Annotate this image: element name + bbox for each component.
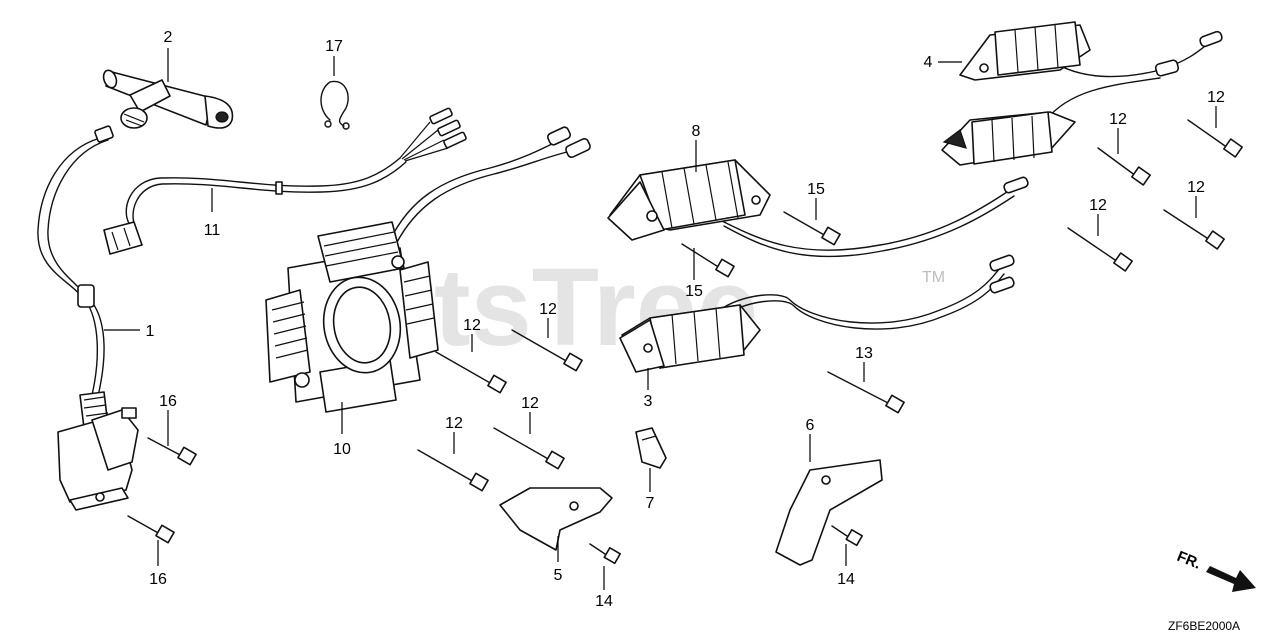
callout-12-right-4: 12	[1089, 197, 1107, 214]
callouts: 2 17 11 1 16 16 10 12 12 12 12 5 14 3 7 …	[146, 29, 1225, 610]
part-6-bracket[interactable]	[775, 459, 883, 566]
bolt-15-lower[interactable]	[681, 243, 735, 278]
reference-code: ZF6BE2000A	[1168, 619, 1240, 633]
leader-lines	[104, 48, 1217, 590]
callout-3: 3	[644, 393, 653, 410]
bolt-16-upper[interactable]	[147, 437, 197, 466]
callout-11: 11	[204, 222, 221, 239]
bolt-14-left[interactable]	[589, 543, 621, 565]
bolt-12-upper-right-2[interactable]	[1097, 147, 1151, 186]
callout-17: 17	[325, 38, 343, 55]
callout-6: 6	[806, 417, 815, 434]
part-17-clip[interactable]	[320, 80, 350, 130]
bolt-12-upper-right-1[interactable]	[1187, 119, 1243, 158]
callout-12-upper-right-2: 12	[1109, 111, 1127, 128]
callout-12-center-2: 12	[463, 317, 481, 334]
part-2-plug-cap[interactable]	[101, 68, 234, 129]
callout-12-lower-2: 12	[445, 415, 463, 432]
callout-10: 10	[333, 441, 351, 458]
callout-15-lower: 15	[685, 283, 703, 300]
callout-7: 7	[646, 495, 655, 512]
bolt-12-right-3[interactable]	[1163, 209, 1225, 250]
front-label: FR.	[1175, 548, 1204, 573]
bolt-13[interactable]	[827, 371, 905, 414]
bolts	[127, 119, 1243, 565]
front-direction-marker: FR.	[1175, 548, 1256, 592]
callout-5: 5	[554, 567, 563, 584]
bolt-12-lower-2[interactable]	[417, 449, 489, 492]
part-8-charge-coil[interactable]	[607, 159, 1029, 258]
callout-4: 4	[924, 54, 933, 71]
callout-14-right: 14	[837, 571, 855, 588]
callout-12-upper-right-1: 12	[1207, 89, 1225, 106]
callout-2: 2	[164, 29, 173, 46]
part-4-coil-assembly[interactable]	[941, 21, 1223, 166]
callout-8: 8	[692, 123, 701, 140]
bolt-14-right[interactable]	[831, 525, 863, 547]
bolt-16-lower[interactable]	[127, 515, 175, 544]
callout-13: 13	[855, 345, 873, 362]
trademark: TM	[922, 269, 945, 286]
front-arrow-icon	[1206, 566, 1256, 592]
callout-1: 1	[146, 323, 155, 340]
part-3-exciter-coil[interactable]	[619, 254, 1015, 373]
callout-14-left: 14	[595, 593, 613, 610]
bolt-12-lower-1[interactable]	[493, 427, 565, 470]
part-7-clip[interactable]	[635, 427, 667, 469]
bolt-15-upper[interactable]	[783, 211, 841, 246]
callout-12-right-3: 12	[1187, 179, 1205, 196]
part-10-stator[interactable]	[265, 126, 591, 413]
bolt-12-center-2[interactable]	[435, 351, 507, 394]
bolt-12-right-4[interactable]	[1067, 227, 1133, 272]
callout-12-center-1: 12	[539, 301, 557, 318]
callout-15-upper: 15	[807, 181, 825, 198]
callout-12-lower-1: 12	[521, 395, 539, 412]
part-11-wire-harness[interactable]	[103, 107, 467, 255]
part-5-bracket[interactable]	[499, 487, 613, 551]
bolt-12-center-1[interactable]	[511, 329, 583, 372]
callout-16-upper: 16	[159, 393, 177, 410]
callout-16-lower: 16	[149, 571, 167, 588]
part-1-ignition-coil[interactable]	[37, 125, 139, 511]
